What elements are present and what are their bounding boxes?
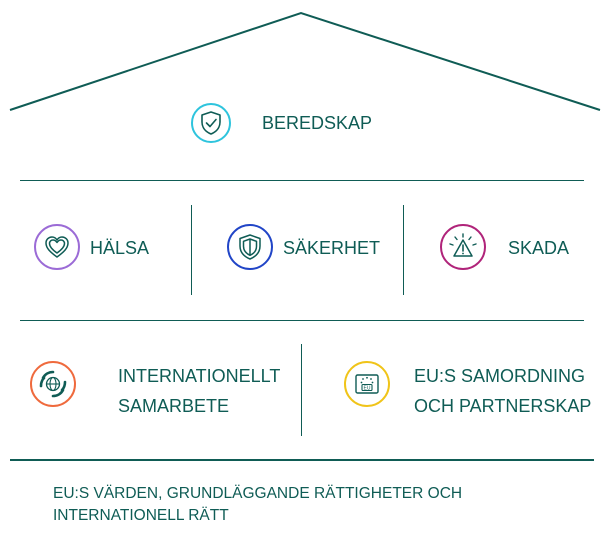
pillar-divider-2	[403, 205, 404, 295]
pillar-divider-1	[191, 205, 192, 295]
foundation-line1: EU:S VÄRDEN, GRUNDLÄGGANDE RÄTTIGHETER O…	[53, 485, 463, 502]
divider-top	[20, 180, 584, 181]
cooperation-label-internationellt: INTERNATIONELLT SAMARBETE	[118, 361, 280, 421]
cooperation-divider	[301, 344, 302, 436]
top-label: BEREDSKAP	[262, 113, 373, 133]
cooperation-label-line1: INTERNATIONELLT	[118, 366, 281, 386]
foundation-text: EU:S VÄRDEN, GRUNDLÄGGANDE RÄTTIGHETER O…	[53, 483, 573, 527]
pillar-label-sakerhet: SÄKERHET	[283, 238, 381, 258]
cooperation-label-line1: EU:S SAMORDNING	[414, 366, 586, 386]
globe-hands-icon	[30, 361, 76, 407]
eu-flag-text: EU	[364, 385, 371, 391]
shield-check-icon	[191, 103, 231, 143]
divider-middle	[20, 320, 584, 321]
warning-icon	[440, 224, 486, 270]
cooperation-label-line2: OCH PARTNERSKAP	[414, 396, 592, 416]
roof-outline	[9, 11, 601, 111]
heart-icon	[34, 224, 80, 270]
shield-icon	[227, 224, 273, 270]
pillar-label-halsa: HÄLSA	[90, 238, 150, 258]
cooperation-label-eu: EU:S SAMORDNING OCH PARTNERSKAP	[414, 361, 591, 421]
cooperation-label-line2: SAMARBETE	[118, 396, 230, 416]
eu-flag-icon: EU	[344, 361, 390, 407]
foundation-line2: INTERNATIONELL RÄTT	[53, 507, 229, 524]
foundation-line	[10, 459, 594, 461]
pillar-label-skada: SKADA	[508, 238, 570, 258]
